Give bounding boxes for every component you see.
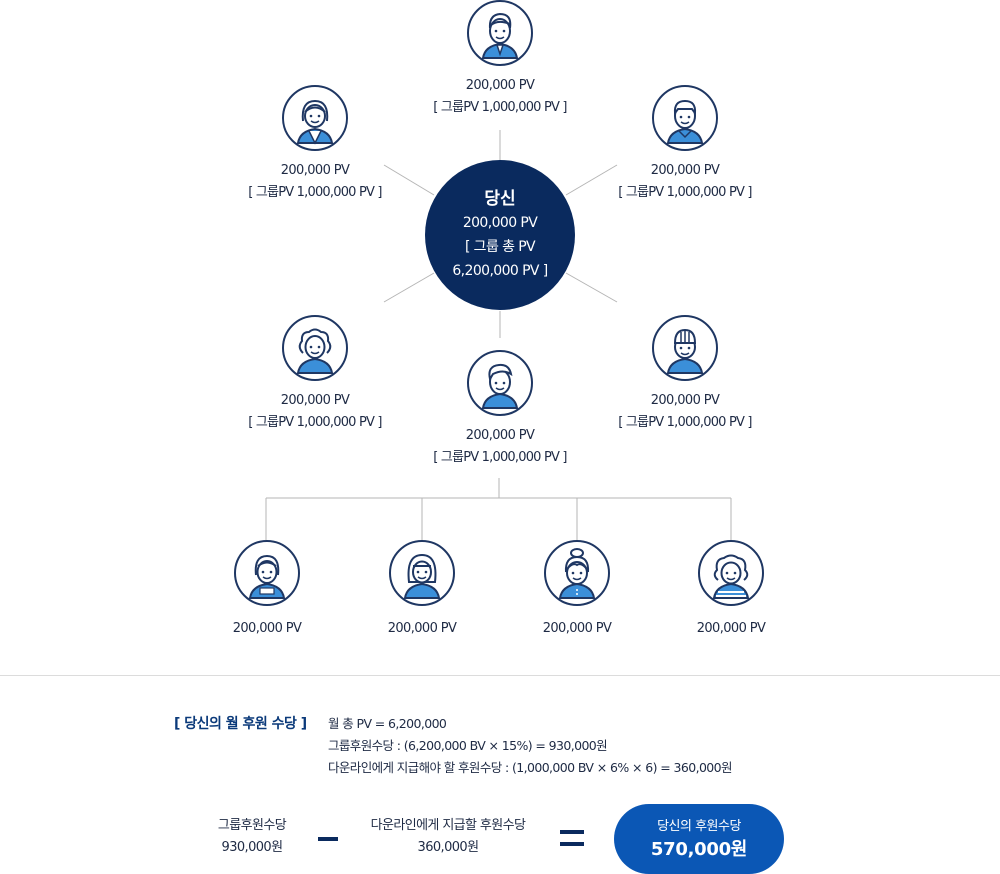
group-bonus-line: 그룹후원수당 : (6,200,000 BV × 15%) = 930,000원 xyxy=(328,738,608,753)
downline-node-3: 200,000 PV xyxy=(477,540,677,640)
man-tie-icon xyxy=(467,0,533,66)
you-pv: 200,000 PV xyxy=(462,215,538,231)
member-node-upper-left: 200,000 PV [ 그룹PV 1,000,000 PV ] xyxy=(215,85,415,204)
downline-node-2: 200,000 PV xyxy=(322,540,522,640)
member-pv: 200,000 PV xyxy=(280,163,350,178)
downline-payout-value: 360,000원 xyxy=(417,840,480,855)
member-pv: 200,000 PV xyxy=(650,393,720,408)
member-node-upper-right: 200,000 PV [ 그룹PV 1,000,000 PV ] xyxy=(585,85,785,204)
member-group-pv: [ 그룹PV 1,000,000 PV ] xyxy=(433,450,567,465)
you-group-total-value: 6,200,000 PV ] xyxy=(452,263,548,279)
downline-pv: 200,000 PV xyxy=(696,621,766,636)
member-group-pv: [ 그룹PV 1,000,000 PV ] xyxy=(618,185,752,200)
member-node-lower-right: 200,000 PV [ 그룹PV 1,000,000 PV ] xyxy=(585,315,785,434)
member-pv: 200,000 PV xyxy=(650,163,720,178)
connector-top-left xyxy=(383,164,435,196)
downline-payout-label: 다운라인에게 지급할 후원수당 xyxy=(370,818,526,833)
downline-pv: 200,000 PV xyxy=(232,621,302,636)
member-group-pv: [ 그룹PV 1,000,000 PV ] xyxy=(618,415,752,430)
woman-curly-hair-icon xyxy=(282,315,348,381)
your-bonus-result: 당신의 후원수당 570,000원 xyxy=(614,804,784,874)
group-bonus-value: 930,000원 xyxy=(221,840,284,855)
total-pv-line: 월 총 PV = 6,200,000 xyxy=(328,716,447,731)
downline-pv: 200,000 PV xyxy=(387,621,457,636)
woman-bun-hair-icon xyxy=(544,540,610,606)
member-group-pv: [ 그룹PV 1,000,000 PV ] xyxy=(248,185,382,200)
member-node-bottom: 200,000 PV [ 그룹PV 1,000,000 PV ] xyxy=(400,350,600,469)
girl-short-hair-icon xyxy=(234,540,300,606)
member-pv: 200,000 PV xyxy=(465,78,535,93)
equation-group-bonus: 그룹후원수당 930,000원 xyxy=(192,815,312,859)
your-bonus-label: 당신의 후원수당 xyxy=(657,819,741,834)
man-sweater-icon xyxy=(652,85,718,151)
downline-node-1: 200,000 PV xyxy=(167,540,367,640)
minus-sign xyxy=(318,837,338,841)
woman-short-hair-icon xyxy=(282,85,348,151)
boy-cap-icon xyxy=(652,315,718,381)
member-node-lower-left: 200,000 PV [ 그룹PV 1,000,000 PV ] xyxy=(215,315,415,434)
member-group-pv: [ 그룹PV 1,000,000 PV ] xyxy=(433,100,567,115)
girl-bob-hair-icon xyxy=(389,540,455,606)
your-bonus-value: 570,000원 xyxy=(650,839,748,860)
downline-pv: 200,000 PV xyxy=(542,621,612,636)
connector-top-right xyxy=(565,164,618,196)
you-center-node: 당신 200,000 PV [ 그룹 총 PV 6,200,000 PV ] xyxy=(425,160,575,310)
member-node-top: 200,000 PV [ 그룹PV 1,000,000 PV ] xyxy=(400,0,600,119)
you-label: 당신 xyxy=(484,189,516,209)
member-pv: 200,000 PV xyxy=(280,393,350,408)
downline-node-4: 200,000 PV xyxy=(631,540,831,640)
group-bonus-label: 그룹후원수당 xyxy=(217,818,287,833)
section-divider xyxy=(0,675,1000,676)
monthly-bonus-heading: [ 당신의 월 후원 수당 ] xyxy=(174,716,307,732)
you-group-total-label: [ 그룹 총 PV xyxy=(464,239,536,255)
young-man-icon xyxy=(467,350,533,416)
member-pv: 200,000 PV xyxy=(465,428,535,443)
equals-sign xyxy=(560,830,584,846)
monthly-bonus-details: 월 총 PV = 6,200,000 그룹후원수당 : (6,200,000 B… xyxy=(328,713,733,779)
member-group-pv: [ 그룹PV 1,000,000 PV ] xyxy=(248,415,382,430)
downline-payout-line: 다운라인에게 지급해야 할 후원수당 : (1,000,000 BV × 6% … xyxy=(328,760,733,775)
connector-bottom-left xyxy=(383,272,435,303)
equation-downline-payout: 다운라인에게 지급할 후원수당 360,000원 xyxy=(358,815,538,859)
connector-bottom-right xyxy=(565,272,618,303)
grandma-icon xyxy=(698,540,764,606)
